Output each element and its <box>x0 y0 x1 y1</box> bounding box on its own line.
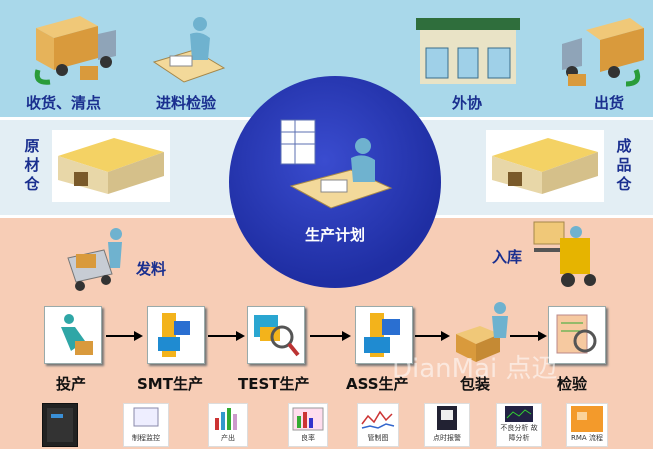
tool-rma-process: RMA 流程 <box>566 403 608 447</box>
incoming-check-label: 进料检验 <box>156 94 217 112</box>
delivery-truck-icon <box>34 16 116 85</box>
shipping-truck-icon <box>562 18 644 87</box>
flow-arrow-icon <box>415 331 450 341</box>
production-plan-hub: 生产计划 <box>229 76 441 288</box>
ship-label: 出货 <box>594 94 625 112</box>
tool-yield-chart: 良率 <box>288 403 328 447</box>
tool-output-chart: 产出 <box>208 403 248 447</box>
tool-control-chart: 管制图 <box>357 403 399 447</box>
tool-process-monitor: 制程监控 <box>123 403 169 447</box>
flow-arrow-icon <box>106 331 143 341</box>
outsource-label: 外协 <box>452 94 483 112</box>
process-label-packing: 包装 <box>460 375 491 393</box>
process-label-launch: 投产 <box>56 375 87 393</box>
factory-building-icon <box>416 18 520 84</box>
tool-label-printer <box>42 403 78 447</box>
inspection-worker-icon <box>152 17 226 83</box>
finished-warehouse-label: 成品仓 <box>616 137 632 193</box>
process-label-test: TEST生产 <box>238 375 310 393</box>
stock-in-label: 入库 <box>492 248 523 266</box>
receive-label: 收货、清点 <box>26 94 102 112</box>
process-label-smt: SMT生产 <box>137 375 203 393</box>
process-label-inspection: 检验 <box>557 375 588 393</box>
process-icon-launch <box>44 306 102 364</box>
flow-arrow-icon <box>208 331 245 341</box>
production-plan-label: 生产计划 <box>304 226 365 244</box>
raw-warehouse-label: 原材仓 <box>24 137 40 193</box>
flow-arrow-icon <box>510 331 547 341</box>
planner-desk-icon <box>280 119 393 209</box>
process-icon-test <box>247 306 305 364</box>
packing-worker-icon <box>456 302 508 362</box>
tool-realtime-alarm: 点时报警 <box>424 403 470 447</box>
process-icon-smt <box>147 306 205 364</box>
watermark: DianMai 点迈 <box>392 354 558 384</box>
raw-warehouse-icon <box>52 130 170 202</box>
forklift-icon <box>533 221 596 287</box>
issue-material-label: 发料 <box>136 260 167 278</box>
process-label-ass: ASS生产 <box>346 375 409 393</box>
flow-arrow-icon <box>310 331 351 341</box>
tool-defect-analysis: 不良分析 故障分析 <box>496 403 542 447</box>
finished-warehouse-icon <box>486 130 604 202</box>
process-icon-inspection <box>548 306 606 364</box>
material-cart-icon <box>67 228 122 291</box>
process-icon-ass <box>355 306 413 364</box>
